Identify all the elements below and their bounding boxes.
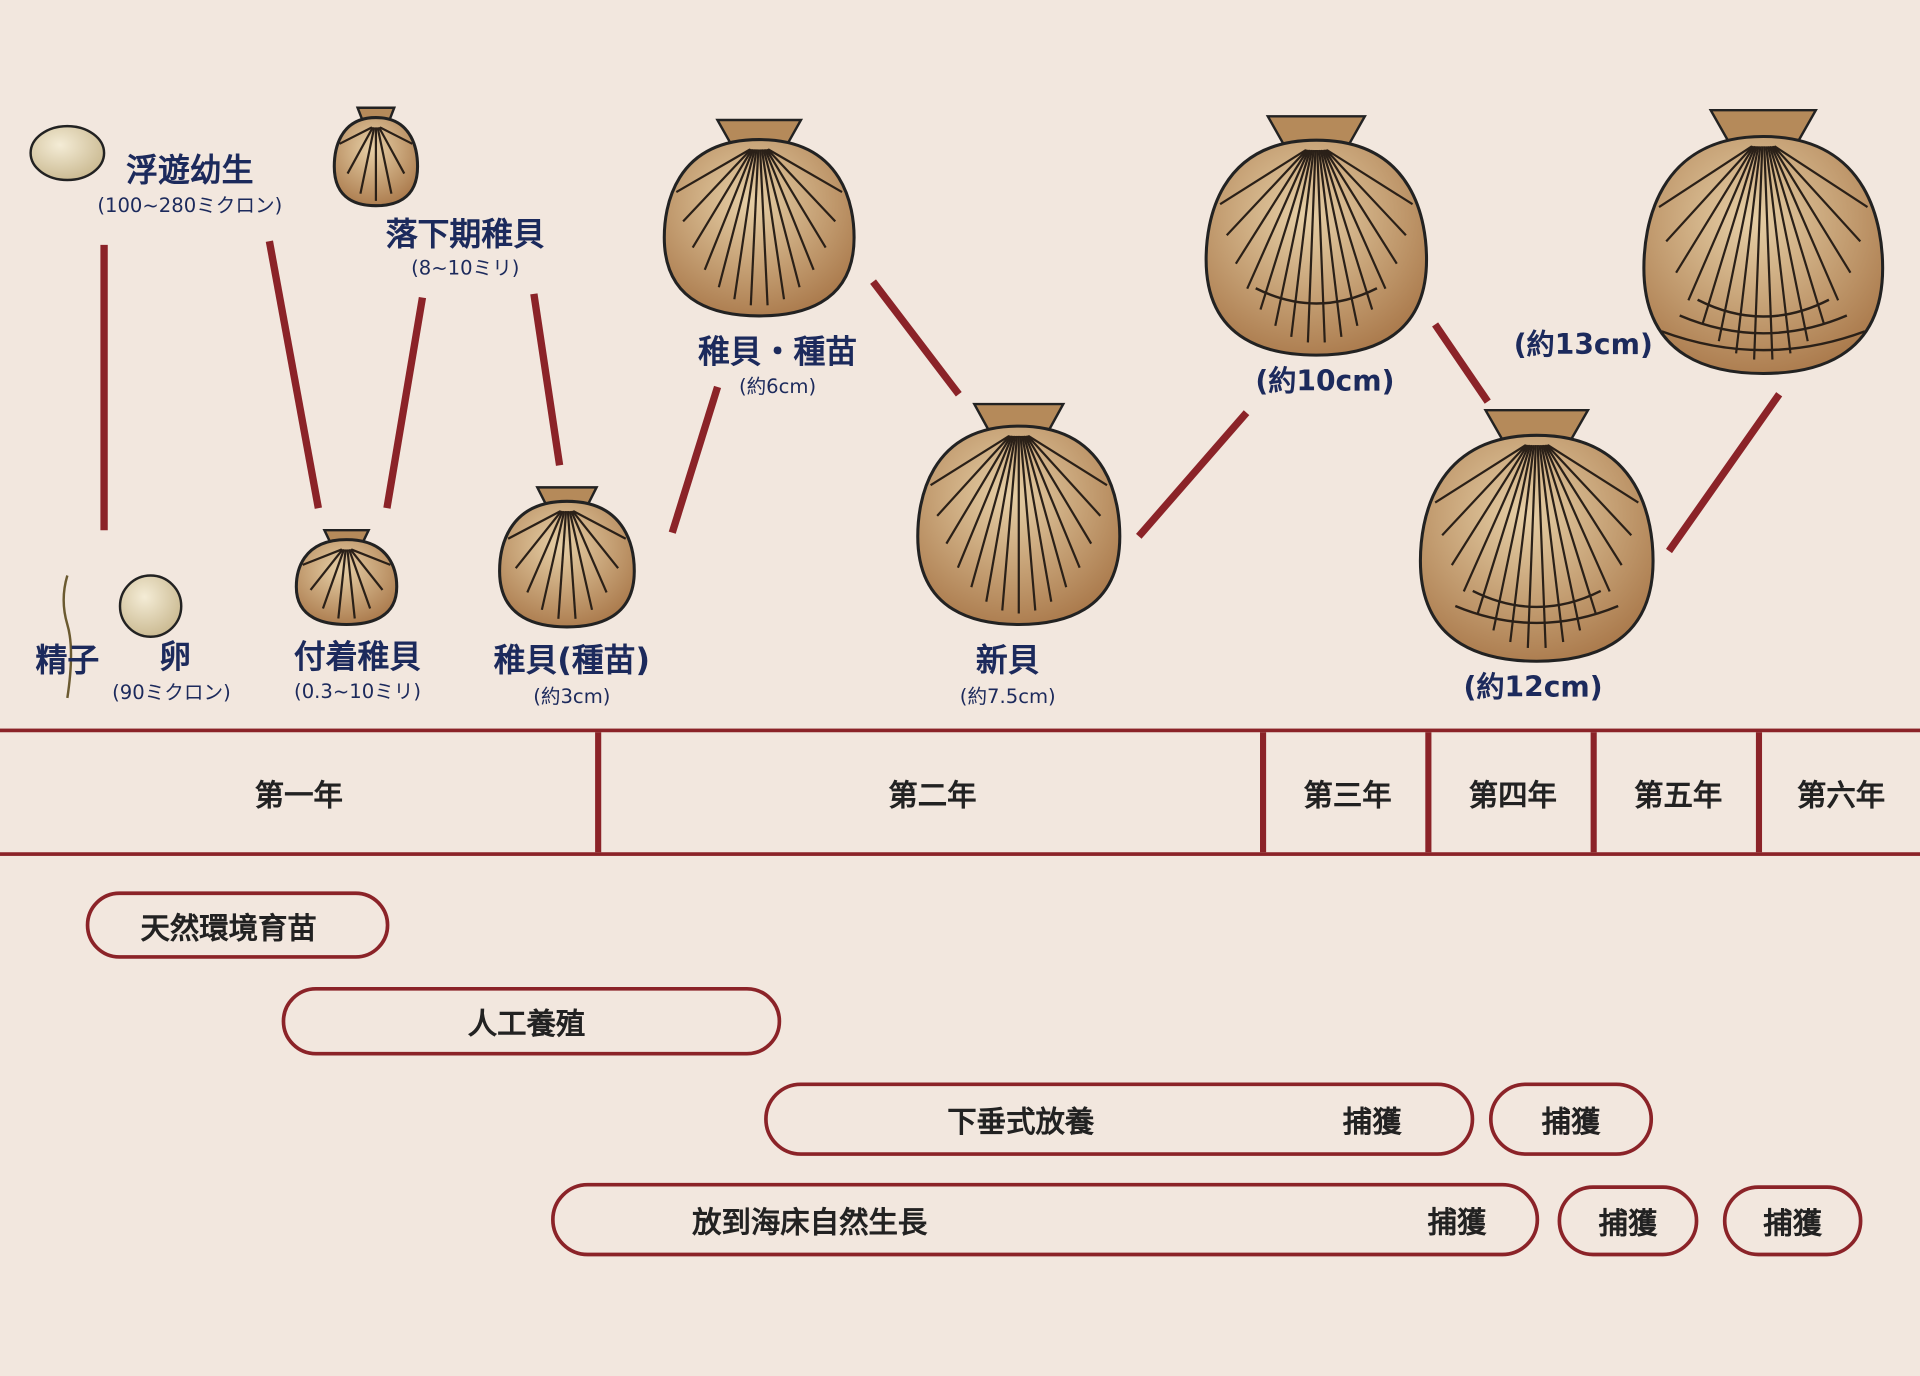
connector-line — [1432, 322, 1491, 404]
label-attached-juvenile: 付着稚貝 — [293, 639, 422, 676]
label-new-shell: 新貝 — [975, 642, 1040, 680]
year-5: 第五年 — [1634, 778, 1723, 813]
size-new-shell: (約7.5cm) — [959, 684, 1056, 708]
size-year3: (約10cm) — [1255, 366, 1395, 398]
method-hanging-culture: 下垂式放養 捕獲 — [764, 1082, 1475, 1156]
method-label: 下垂式放養 — [947, 1105, 1095, 1140]
size-egg: (90ミクロン) — [112, 680, 231, 705]
year-3: 第三年 — [1303, 778, 1392, 813]
size-year4: (約12cm) — [1463, 672, 1603, 705]
method-label: 人工養殖 — [467, 1007, 586, 1042]
size-juvenile-seed: (約3cm) — [533, 684, 611, 708]
label-planktonic-larva: 浮遊幼生 — [126, 153, 254, 190]
egg-icon — [118, 574, 183, 638]
attached-juvenile-shell — [294, 528, 399, 627]
label-sperm: 精子 — [35, 642, 100, 680]
connector-line — [668, 385, 722, 534]
label-settling-juvenile: 落下期稚貝 — [385, 216, 545, 254]
harvest-label: 捕獲 — [1541, 1105, 1601, 1140]
juvenile-seed-shell — [498, 486, 636, 629]
connector-line — [530, 293, 564, 466]
shell-illustrations — [29, 106, 1885, 699]
harvest-label: 捕獲 — [1427, 1205, 1487, 1240]
size-settling-juvenile: (8~10ミリ) — [411, 255, 520, 280]
juvenile-6cm-shell — [662, 118, 856, 318]
harvest-pill: 捕獲 — [1557, 1185, 1699, 1257]
label-juvenile-6cm: 稚貝・種苗 — [697, 334, 858, 372]
settling-juvenile-shell — [332, 106, 420, 208]
year-2: 第二年 — [888, 778, 977, 813]
year-4: 第四年 — [1468, 778, 1557, 813]
sperm-icon — [62, 575, 73, 699]
year5-shell — [1642, 108, 1885, 376]
year-divider — [1590, 732, 1597, 853]
size-year5: (約13cm) — [1513, 329, 1653, 362]
year-divider — [595, 732, 602, 853]
year-6: 第六年 — [1796, 778, 1886, 813]
method-natural-seedling: 天然環境育苗 — [85, 891, 390, 959]
larva-icon — [29, 124, 106, 182]
year-1: 第一年 — [254, 778, 343, 813]
year-divider — [1755, 732, 1763, 853]
harvest-label: 捕獲 — [1342, 1105, 1402, 1140]
connector-line — [1136, 410, 1250, 539]
year-divider — [1260, 732, 1267, 853]
harvest-label: 捕獲 — [1763, 1206, 1823, 1242]
connector-line — [265, 240, 322, 509]
method-artificial-culture: 人工養殖 — [281, 986, 782, 1056]
size-attached-juvenile: (0.3~10ミリ) — [294, 679, 422, 703]
method-label: 放到海床自然生長 — [692, 1205, 928, 1240]
label-juvenile-seed: 稚貝(種苗) — [493, 642, 651, 680]
harvest-pill: 捕獲 — [1488, 1082, 1654, 1156]
label-egg: 卵 — [159, 639, 192, 676]
connector-line — [383, 296, 427, 509]
connector-line — [1665, 392, 1783, 554]
method-seabed-release: 放到海床自然生長 捕獲 — [551, 1182, 1540, 1257]
new-shell — [916, 402, 1122, 627]
connector-line — [870, 279, 962, 397]
harvest-pill: 捕獲 — [1722, 1185, 1863, 1257]
year3-shell — [1204, 115, 1429, 357]
year4-shell — [1418, 408, 1655, 663]
year-timeline: 第一年 第二年 第三年 第四年 第五年 第六年 — [0, 728, 1920, 856]
size-juvenile-6cm: (約6cm) — [738, 374, 817, 398]
size-planktonic-larva: (100~280ミクロン) — [97, 193, 283, 217]
harvest-label: 捕獲 — [1598, 1206, 1658, 1242]
year-divider — [1425, 732, 1432, 853]
method-label: 天然環境育苗 — [140, 911, 317, 946]
